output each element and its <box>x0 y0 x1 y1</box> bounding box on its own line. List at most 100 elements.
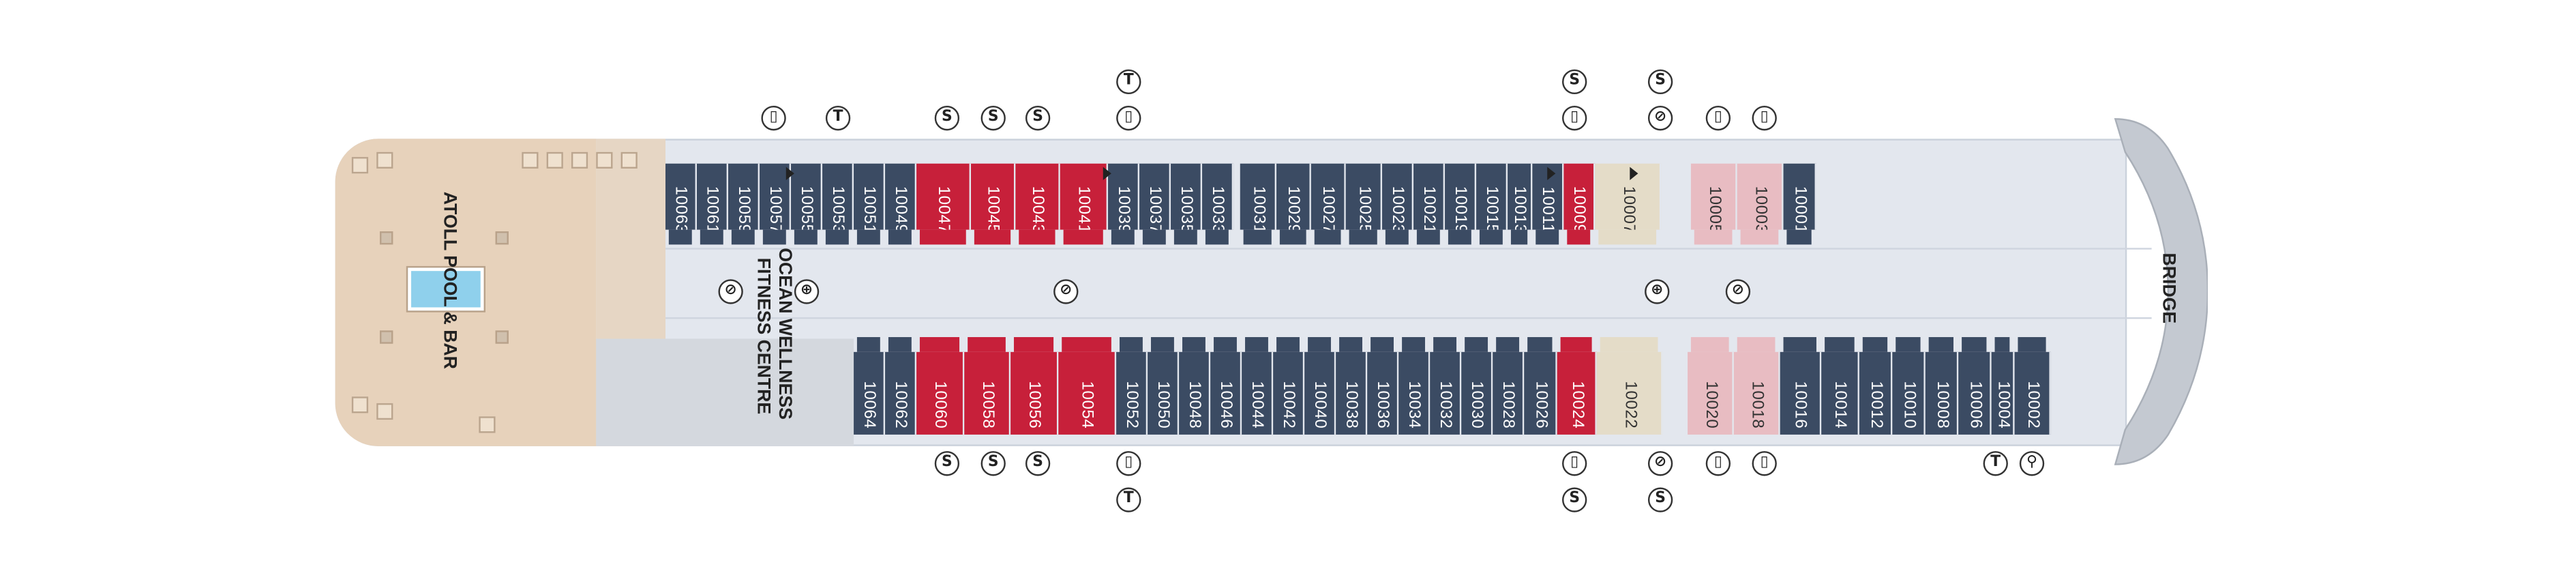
cabin-10030[interactable]: 10030 <box>1461 351 1493 435</box>
cabin-10012[interactable]: 10012 <box>1859 351 1893 435</box>
cabin-number: 10015 <box>1482 186 1501 234</box>
wheelchair-icon: ⊘ <box>1647 105 1673 131</box>
cabin-10025[interactable]: 10025 <box>1345 163 1383 233</box>
cabin-10051[interactable]: 10051 <box>854 163 886 233</box>
cabin-10052[interactable]: 10052 <box>1116 351 1148 435</box>
cabin-balcony <box>700 229 723 245</box>
corridor-line <box>665 317 2152 319</box>
cabin-balcony <box>1205 229 1229 245</box>
cabin-10014[interactable]: 10014 <box>1821 351 1859 435</box>
cabin-10042[interactable]: 10042 <box>1273 351 1305 435</box>
cabin-10026[interactable]: 10026 <box>1524 351 1557 435</box>
cabin-10064[interactable]: 10064 <box>854 351 886 435</box>
cabin-10049[interactable]: 10049 <box>885 163 917 233</box>
cabin-10023[interactable]: 10023 <box>1382 163 1414 233</box>
cabin-10057[interactable]: 10057 <box>760 163 792 233</box>
cabin-number: 10035 <box>1176 186 1195 234</box>
cabin-10032[interactable]: 10032 <box>1430 351 1462 435</box>
cabin-10041[interactable]: 10041 <box>1060 163 1109 233</box>
cabin-10044[interactable]: 10044 <box>1242 351 1274 435</box>
cabin-10056[interactable]: 10056 <box>1010 351 1059 435</box>
cabin-10038[interactable]: 10038 <box>1336 351 1368 435</box>
cabin-number: 10001 <box>1790 186 1808 234</box>
cabin-10027[interactable]: 10027 <box>1311 163 1346 233</box>
cabin-10058[interactable]: 10058 <box>964 351 1011 435</box>
cabin-10007[interactable]: 10007 <box>1595 163 1662 233</box>
cabin-10013[interactable]: 10013 <box>1508 163 1533 233</box>
cabin-10003[interactable]: 10003 <box>1737 163 1784 233</box>
lift-icon: ▯ <box>1116 451 1141 476</box>
cabin-10055[interactable]: 10055 <box>791 163 823 233</box>
cabin-balcony <box>1349 229 1377 245</box>
cabin-10028[interactable]: 10028 <box>1493 351 1525 435</box>
cabin-balcony <box>1063 229 1103 245</box>
cabin-number: 10053 <box>828 186 847 234</box>
cabin-10036[interactable]: 10036 <box>1367 351 1399 435</box>
cabin-10035[interactable]: 10035 <box>1171 163 1203 233</box>
cabin-10001[interactable]: 10001 <box>1783 163 1816 233</box>
direction-marker <box>1103 166 1111 180</box>
cabin-10006[interactable]: 10006 <box>1958 351 1992 435</box>
cabin-balcony <box>1111 229 1135 245</box>
cabin-10008[interactable]: 10008 <box>1925 351 1959 435</box>
cabin-10062[interactable]: 10062 <box>885 351 917 435</box>
cabin-number: 10002 <box>2022 381 2041 429</box>
cabin-10037[interactable]: 10037 <box>1139 163 1171 233</box>
bridge-shape <box>2114 118 2209 465</box>
cabin-number: 10039 <box>1113 186 1133 234</box>
sun-lounger <box>351 396 369 414</box>
cabin-10021[interactable]: 10021 <box>1413 163 1446 233</box>
cabin-10034[interactable]: 10034 <box>1398 351 1431 435</box>
cabin-balcony <box>1560 337 1592 352</box>
cabin-balcony <box>1690 337 1729 352</box>
cabin-number: 10034 <box>1404 381 1423 429</box>
cabin-10018[interactable]: 10018 <box>1733 351 1780 435</box>
cabin-10009[interactable]: 10009 <box>1563 163 1596 233</box>
cabin-number: 10004 <box>1993 381 2011 429</box>
cabin-10060[interactable]: 10060 <box>916 351 965 435</box>
cabin-10010[interactable]: 10010 <box>1892 351 1926 435</box>
cabin-10048[interactable]: 10048 <box>1179 351 1211 435</box>
cabin-10022[interactable]: 10022 <box>1596 351 1663 435</box>
cabin-10039[interactable]: 10039 <box>1108 163 1140 233</box>
cabin-10045[interactable]: 10045 <box>971 163 1016 233</box>
cabin-balcony <box>1416 229 1440 245</box>
cabin-balcony <box>1448 229 1471 245</box>
lift-icon: ▯ <box>1562 451 1587 476</box>
cabin-10040[interactable]: 10040 <box>1304 351 1336 435</box>
cabin-10015[interactable]: 10015 <box>1476 163 1508 233</box>
cabin-10019[interactable]: 10019 <box>1445 163 1477 233</box>
cabin-10053[interactable]: 10053 <box>822 163 854 233</box>
cabin-10047[interactable]: 10047 <box>916 163 972 233</box>
service-icon: S <box>1562 487 1587 512</box>
cabin-10002[interactable]: 10002 <box>2014 351 2051 435</box>
cabin-balcony <box>1371 337 1394 352</box>
cabin-10020[interactable]: 10020 <box>1688 351 1734 435</box>
cabin-10004[interactable]: 10004 <box>1991 351 2015 435</box>
cabin-balcony <box>1214 337 1237 352</box>
cabin-10063[interactable]: 10063 <box>665 163 697 233</box>
cabin-10054[interactable]: 10054 <box>1058 351 1117 435</box>
cabin-10031[interactable]: 10031 <box>1240 163 1277 233</box>
cabin-10046[interactable]: 10046 <box>1210 351 1242 435</box>
cabin-balcony <box>1825 337 1855 352</box>
cabin-10043[interactable]: 10043 <box>1015 163 1060 233</box>
cabin-number: 10059 <box>734 186 753 234</box>
cabin-number: 10012 <box>1866 381 1885 429</box>
cabin-10005[interactable]: 10005 <box>1690 163 1737 233</box>
cabin-10050[interactable]: 10050 <box>1148 351 1180 435</box>
cabin-10059[interactable]: 10059 <box>728 163 760 233</box>
cabin-number: 10010 <box>1899 381 1917 429</box>
lift-icon: ▯ <box>1116 105 1141 131</box>
cabin-balcony <box>1737 337 1776 352</box>
cabin-10061[interactable]: 10061 <box>696 163 729 233</box>
cabin-10033[interactable]: 10033 <box>1202 163 1234 233</box>
cabin-balcony <box>1013 337 1054 352</box>
cabin-balcony <box>1740 229 1779 245</box>
cabin-10016[interactable]: 10016 <box>1780 351 1822 435</box>
sun-lounger <box>351 157 369 174</box>
cabin-10029[interactable]: 10029 <box>1276 163 1311 233</box>
lift-icon: ▯ <box>1752 105 1777 131</box>
cabin-10024[interactable]: 10024 <box>1557 351 1597 435</box>
